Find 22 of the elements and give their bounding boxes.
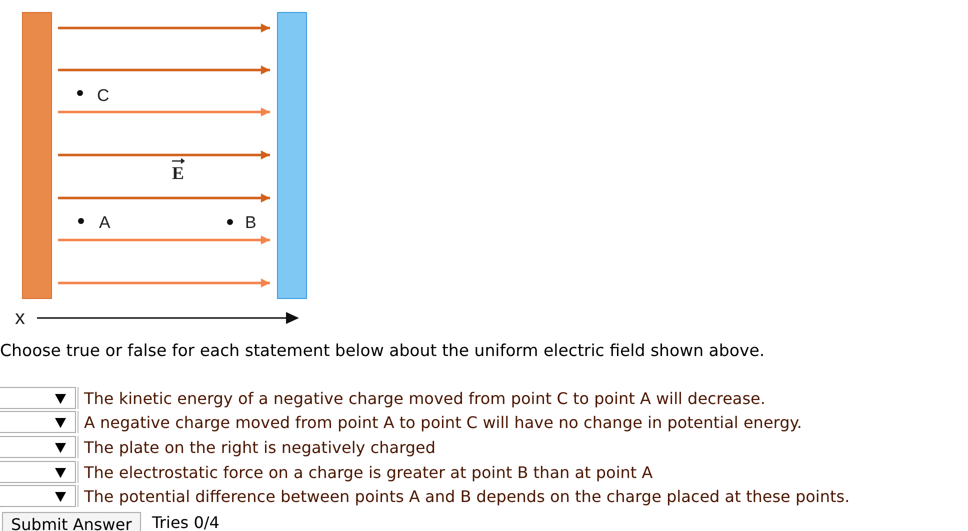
statement-text: The electrostatic force on a charge is greater at point B than at point A xyxy=(84,465,653,481)
field-line-arrow xyxy=(58,235,270,245)
statement-text: The plate on the right is negatively charged xyxy=(84,440,436,456)
point-label: C xyxy=(97,87,110,104)
statement-text: The potential difference between points A and B depends on the charge placed at these points. xyxy=(84,489,850,505)
tries-counter: Tries 0/4 xyxy=(152,515,220,531)
point-label: A xyxy=(99,214,110,231)
question-text: Choose true or false for each statement below about the uniform electric field shown above. xyxy=(0,343,765,360)
point-label: B xyxy=(245,214,256,231)
field-line-arrow xyxy=(58,107,270,117)
axis-label: x xyxy=(15,308,25,328)
plate-drawing xyxy=(22,12,52,299)
submit-button: Submit Answer xyxy=(2,512,141,531)
field-symbol: E xyxy=(172,164,184,182)
field-line-arrow xyxy=(58,193,270,203)
field-line-arrow xyxy=(58,150,270,160)
statement-text: The kinetic energy of a negative charge moved from point C to point A will decrease. xyxy=(84,391,766,407)
field-line-arrow xyxy=(58,65,270,75)
field-line-arrow xyxy=(58,278,270,288)
statement-text: A negative charge moved from point A to point C will have no change in potential energy. xyxy=(84,415,802,431)
field-line-arrow xyxy=(58,23,270,33)
plate-drawing xyxy=(277,12,307,299)
